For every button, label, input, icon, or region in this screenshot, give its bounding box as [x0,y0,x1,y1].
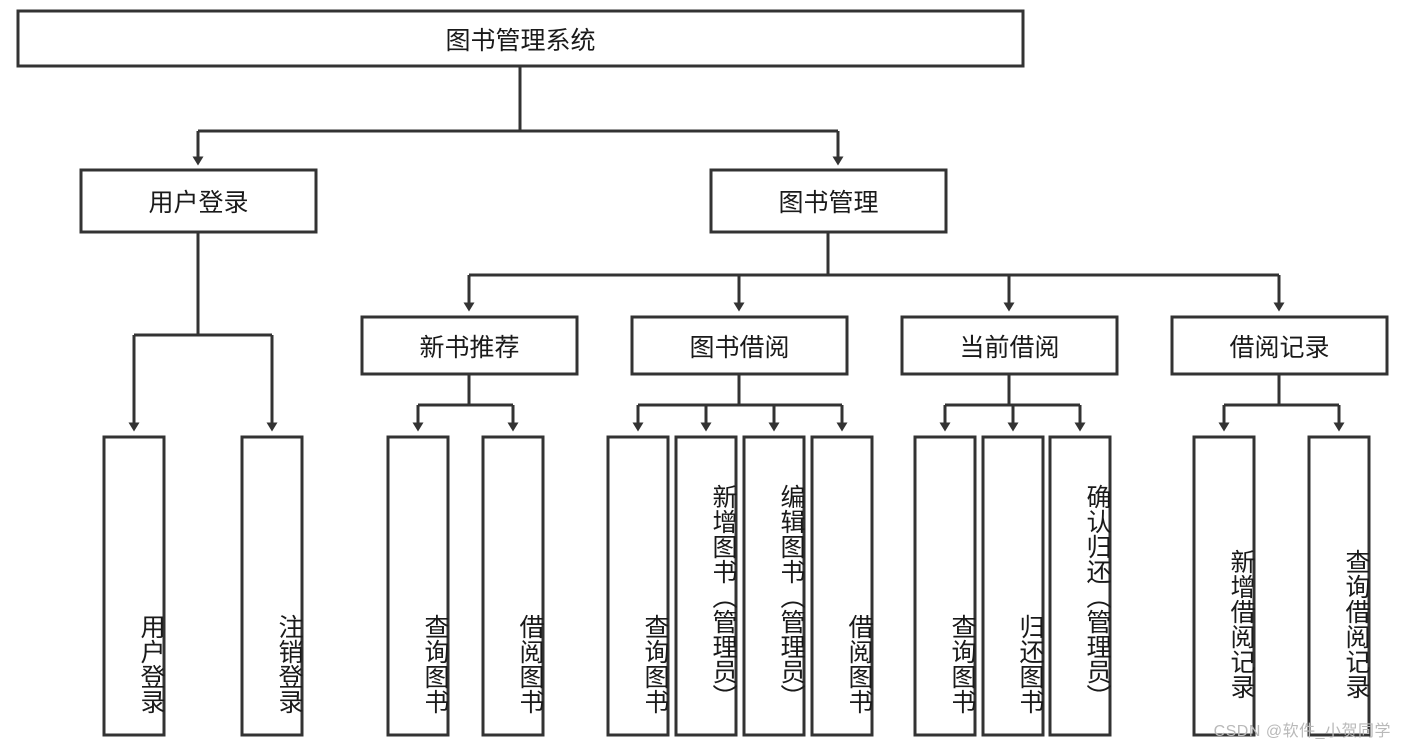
node-box-current-borrow[interactable] [900,315,1119,376]
node-box-book-management[interactable] [709,168,948,234]
node-box-user-login[interactable] [79,168,318,234]
node-box-borrow-records[interactable] [1170,315,1389,376]
leaf-box-current-borrow-0[interactable] [913,435,977,737]
csdn-watermark: CSDN @软件_小贺同学 [1213,723,1391,740]
leaf-box-user-login-1[interactable] [240,435,304,737]
node-box-book-borrow[interactable] [630,315,849,376]
leaf-box-new-book-1[interactable] [481,435,545,737]
node-box-root[interactable] [16,9,1025,68]
leaf-box-book-borrow-2[interactable] [742,435,806,737]
node-box-new-book-recommend[interactable] [360,315,579,376]
node-boxes [16,9,1389,737]
leaf-box-current-borrow-2[interactable] [1048,435,1112,737]
leaf-box-borrow-records-1[interactable] [1307,435,1371,737]
leaf-box-book-borrow-0[interactable] [606,435,670,737]
leaf-box-borrow-records-0[interactable] [1192,435,1256,737]
leaf-box-new-book-0[interactable] [386,435,450,737]
leaf-box-user-login-0[interactable] [102,435,166,737]
leaf-box-current-borrow-1[interactable] [981,435,1045,737]
connector-lines [128,66,1345,432]
leaf-box-book-borrow-3[interactable] [810,435,874,737]
leaf-box-book-borrow-1[interactable] [674,435,738,737]
